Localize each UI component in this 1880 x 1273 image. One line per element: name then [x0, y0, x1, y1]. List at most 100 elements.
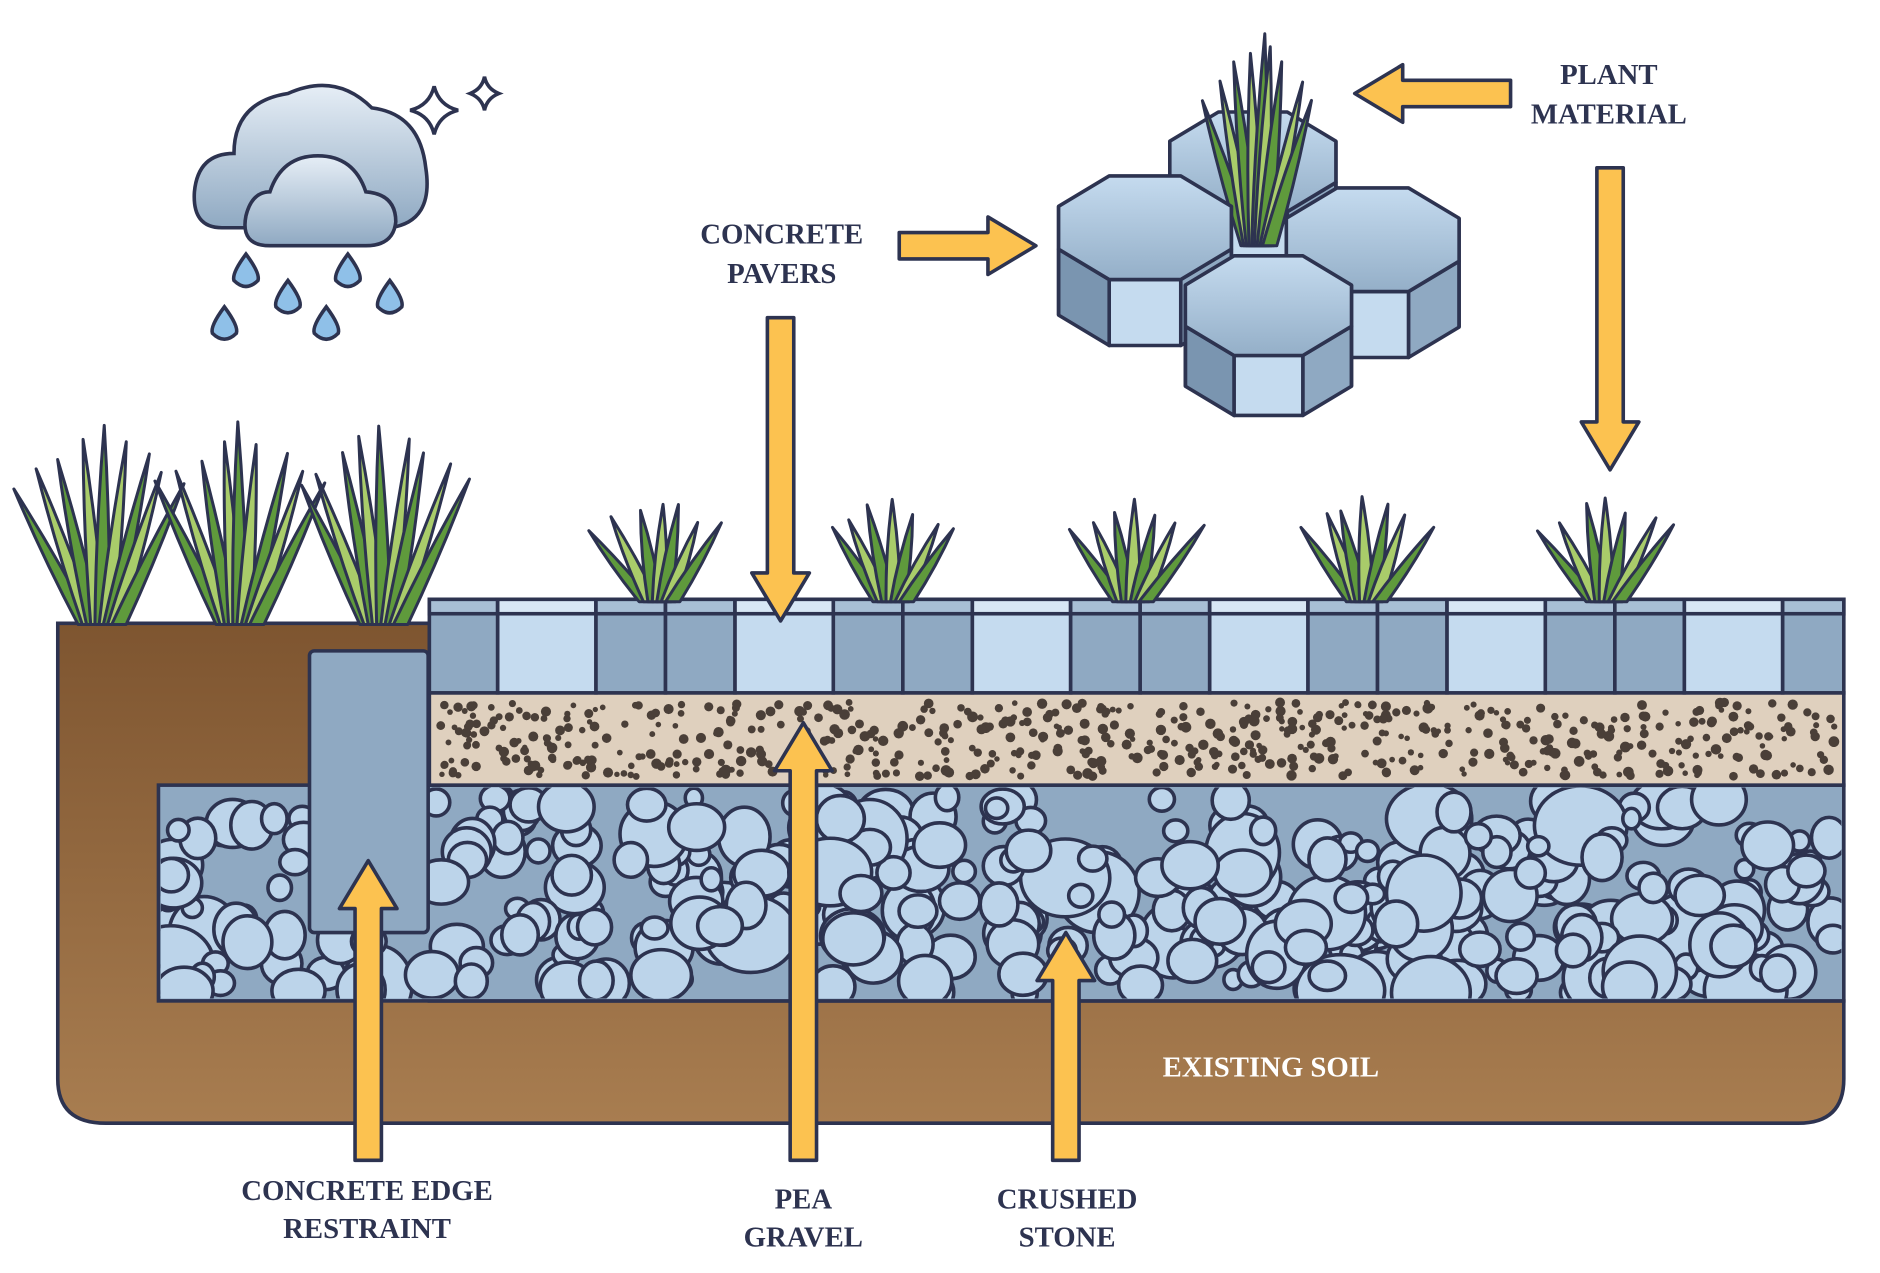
gravel-dot: [1230, 737, 1241, 747]
gravel-dot: [614, 771, 620, 778]
gravel-dot: [1737, 727, 1744, 734]
stone: [896, 953, 954, 999]
gravel-dot: [889, 757, 899, 767]
gravel-dot: [1826, 714, 1835, 724]
gravel-dot: [934, 738, 942, 746]
gravel-dot: [1378, 714, 1388, 724]
gravel-dot: [745, 747, 757, 758]
gravel-dot: [1275, 713, 1284, 722]
gravel-dot: [440, 761, 448, 769]
paver-side: [1107, 277, 1183, 348]
gravel-dot: [1729, 727, 1739, 737]
gravel-dot: [976, 724, 987, 735]
gravel-dot: [692, 765, 700, 773]
concrete-pavers-row: [427, 597, 1846, 695]
tall-grass-clump: [12, 420, 471, 627]
gravel-dot: [616, 749, 623, 756]
gravel-dot: [929, 707, 936, 715]
gravel-dot: [731, 710, 738, 717]
gravel-dot: [1616, 771, 1623, 778]
gravel-dot: [530, 713, 540, 722]
gravel-dot: [915, 715, 926, 725]
gravel-dot: [1407, 749, 1415, 756]
gravel-dot: [1342, 699, 1349, 707]
gravel-dot: [487, 704, 495, 711]
gravel-dot: [572, 756, 581, 765]
gravel-dot: [1095, 755, 1107, 767]
gravel-dot: [461, 728, 470, 738]
gravel-dot: [923, 698, 934, 709]
gravel-dot: [504, 712, 514, 722]
gravel-dot: [1487, 706, 1495, 714]
gravel-dot: [703, 748, 715, 760]
gravel-dot: [1162, 735, 1170, 744]
gravel-dot: [447, 709, 453, 715]
gravel-dot: [1777, 713, 1786, 722]
gravel-dot: [1088, 758, 1099, 769]
gravel-dot: [1640, 723, 1647, 731]
gravel-dot: [1061, 699, 1072, 710]
gravel-dot: [682, 758, 689, 766]
gravel-dot: [564, 710, 571, 717]
grass-blade: [110, 482, 186, 627]
gravel-dot: [1529, 736, 1538, 745]
gravel-dot: [716, 706, 725, 715]
grass-blade: [1260, 98, 1313, 248]
gravel-dot: [868, 746, 875, 753]
gravel-dot: [1438, 748, 1448, 759]
gravel-dot: [1036, 698, 1048, 709]
gravel-dot: [585, 758, 593, 765]
gravel-dot: [692, 757, 702, 767]
gravel-dot: [1286, 770, 1297, 781]
gravel-dot: [1198, 739, 1209, 750]
gravel-dot: [1560, 770, 1571, 781]
stone: [1193, 896, 1247, 946]
stone: [983, 796, 1010, 821]
gravel-dot: [448, 757, 455, 764]
gravel-dot: [1418, 722, 1429, 733]
gravel-dot: [1710, 744, 1722, 755]
gravel-dot: [1299, 724, 1306, 731]
gravel-dot: [579, 759, 587, 767]
stone: [933, 787, 961, 813]
gravel-dot: [1361, 749, 1369, 758]
paver-top: [1682, 597, 1785, 616]
gravel-dot: [1109, 706, 1116, 713]
gravel-dot: [1143, 745, 1153, 755]
paver-top: [495, 597, 598, 616]
paver-top: [970, 597, 1073, 616]
gravel-dot: [528, 731, 539, 742]
gravel-dot: [1500, 743, 1510, 753]
gravel-dot: [1325, 710, 1335, 720]
gravel-dot: [1302, 746, 1309, 753]
gravel-dot: [859, 731, 871, 742]
gravel-dot: [436, 721, 446, 730]
gravel-dot: [1762, 750, 1773, 761]
gravel-dot: [472, 740, 480, 749]
paver-top: [1207, 597, 1310, 616]
gravel-dot: [1610, 716, 1618, 723]
gravel-dot: [1734, 753, 1744, 763]
gravel-dot: [704, 702, 714, 712]
gravel-dot: [1680, 739, 1692, 750]
gravel-dot: [508, 699, 516, 708]
gravel-dot: [988, 750, 997, 758]
stone: [1161, 818, 1190, 844]
gravel-dot: [440, 700, 449, 710]
gravel-dot: [591, 741, 599, 749]
gravel-dot: [470, 731, 478, 738]
stone: [160, 965, 215, 999]
gravel-dot: [672, 722, 679, 729]
gravel-dot: [1022, 717, 1032, 727]
raindrops: [210, 251, 404, 342]
gravel-dot: [1174, 755, 1185, 766]
gravel-dot: [765, 706, 776, 717]
rain-cloud-icon: [192, 83, 429, 248]
gravel-dot: [1227, 764, 1238, 774]
gravel-dot: [1159, 761, 1169, 772]
gravel-dot: [774, 700, 784, 710]
gravel-dot: [540, 706, 552, 717]
gravel-dot: [1524, 759, 1534, 769]
gravel-dot: [1828, 736, 1840, 748]
